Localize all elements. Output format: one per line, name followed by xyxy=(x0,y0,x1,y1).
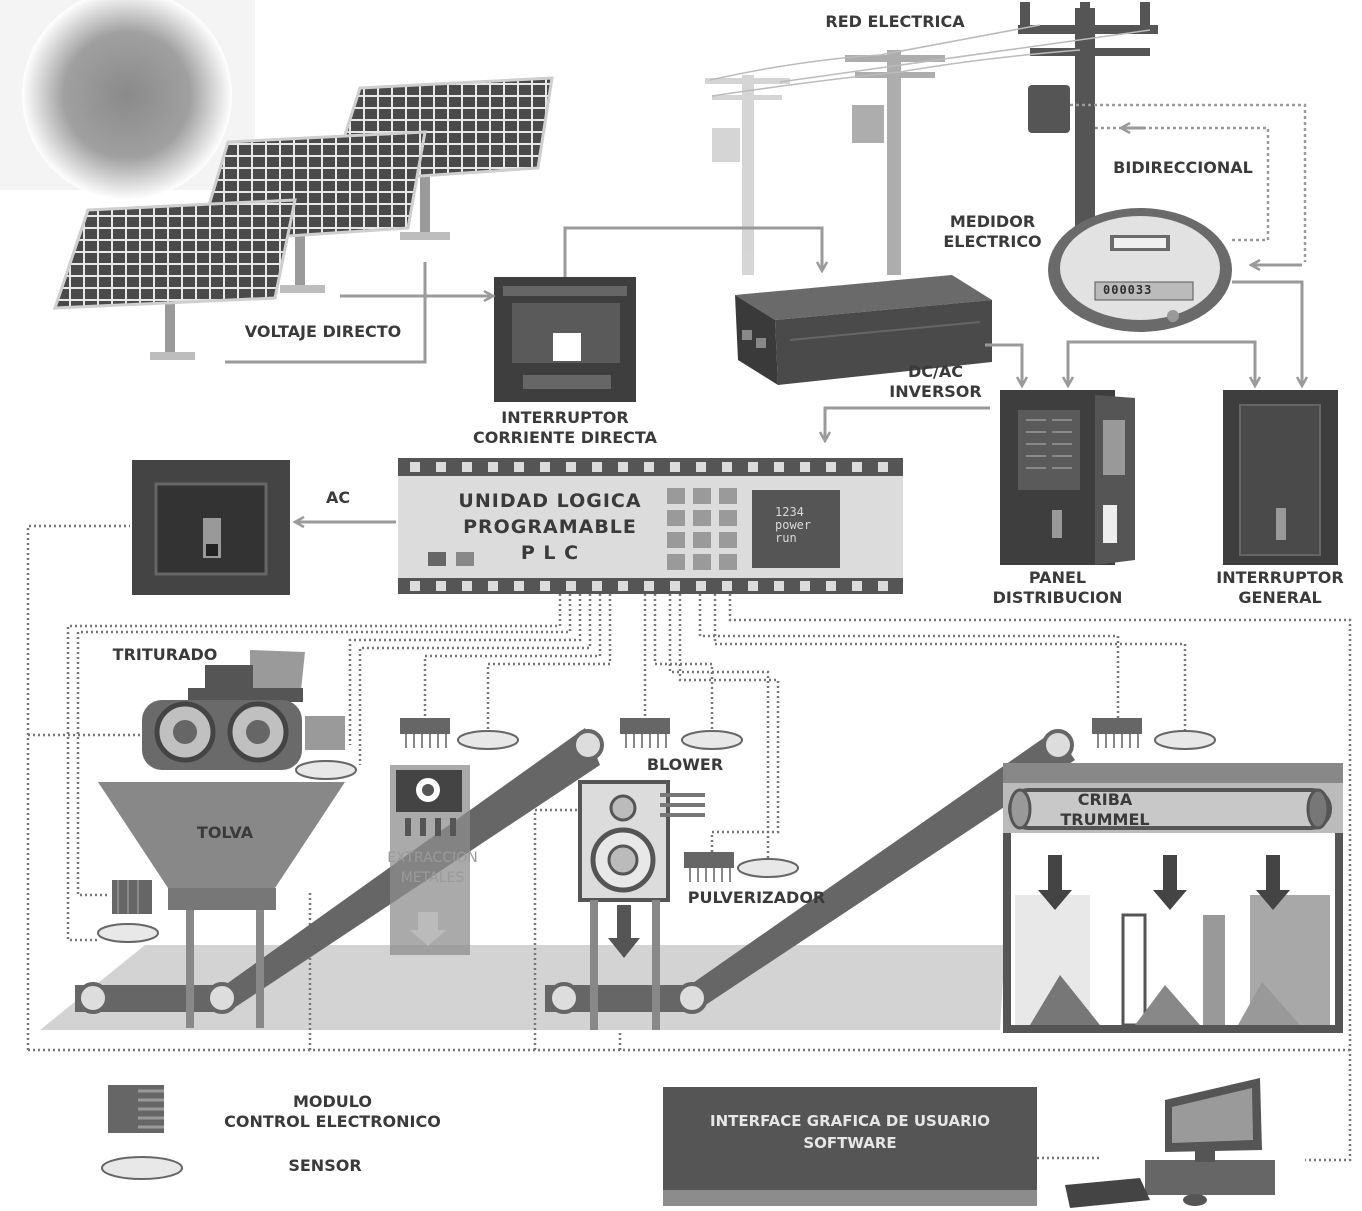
inverter-icon xyxy=(735,275,992,385)
label-plc: UNIDAD LOGICA PROGRAMABLE P L C xyxy=(458,490,642,564)
metal-extractor-icon xyxy=(390,765,470,955)
solar-panel-icon xyxy=(52,76,554,360)
plc-display: 1234 power run xyxy=(775,505,812,545)
label-criba-trummel: CRIBA TRUMMEL xyxy=(1060,790,1150,829)
label-voltaje-directo: VOLTAJE DIRECTO xyxy=(244,322,402,341)
label-interruptor-corriente-directa: INTERRUPTOR CORRIENTE DIRECTA xyxy=(473,408,657,447)
hopper-icon xyxy=(98,782,345,1028)
bidirectional-link xyxy=(1070,103,1307,262)
label-bidireccional: BIDIRECCIONAL xyxy=(1113,158,1253,177)
legend-sensor: SENSOR xyxy=(288,1156,362,1175)
legend-modulo-control: MODULO CONTROL ELECTRONICO xyxy=(224,1092,441,1131)
label-interruptor-general: INTERRUPTOR GENERAL xyxy=(1216,568,1344,607)
label-triturado: TRITURADO xyxy=(112,645,218,664)
sensor-icon xyxy=(97,730,1216,1180)
electric-meter-icon xyxy=(1048,208,1232,332)
trommel-screen-icon xyxy=(1003,763,1343,1033)
label-gui-software: INTERFACE GRAFICA DE USUARIO SOFTWARE xyxy=(709,1112,991,1152)
gui-software-box xyxy=(663,1087,1037,1206)
label-blower: BLOWER xyxy=(646,755,724,774)
control-wires xyxy=(26,524,1352,1162)
label-red-electrica: RED ELECTRICA xyxy=(825,12,965,31)
ac-switch-icon xyxy=(132,460,290,595)
blower-icon xyxy=(578,780,705,1030)
label-panel-distribucion: PANEL DISTRIBUCION xyxy=(992,568,1123,607)
dc-breaker-icon xyxy=(494,277,636,402)
main-breaker-icon xyxy=(1223,390,1338,565)
power-pole-icon xyxy=(705,2,1158,275)
crusher-icon xyxy=(142,650,345,770)
conveyor-icon xyxy=(545,729,1075,1014)
label-inversor: DC/AC INVERSOR xyxy=(889,362,982,401)
label-extraccion-metales: EXTRACCION METALES xyxy=(387,850,478,886)
distribution-panel-icon xyxy=(1000,390,1135,565)
label-tolva: TOLVA xyxy=(196,823,254,842)
label-medidor-electrico: MEDIDOR ELECTRICO xyxy=(943,212,1042,251)
conveyor-icon xyxy=(75,728,604,1014)
computer-icon xyxy=(1065,1078,1275,1208)
label-ac: AC xyxy=(325,488,351,507)
meter-readout: 000033 xyxy=(1103,283,1153,297)
label-pulverizador: PULVERIZADOR xyxy=(687,888,826,907)
power-wires xyxy=(225,128,1302,522)
plc-icon xyxy=(398,458,903,594)
control-module-icon xyxy=(108,718,1142,1133)
sun-icon xyxy=(0,0,255,200)
